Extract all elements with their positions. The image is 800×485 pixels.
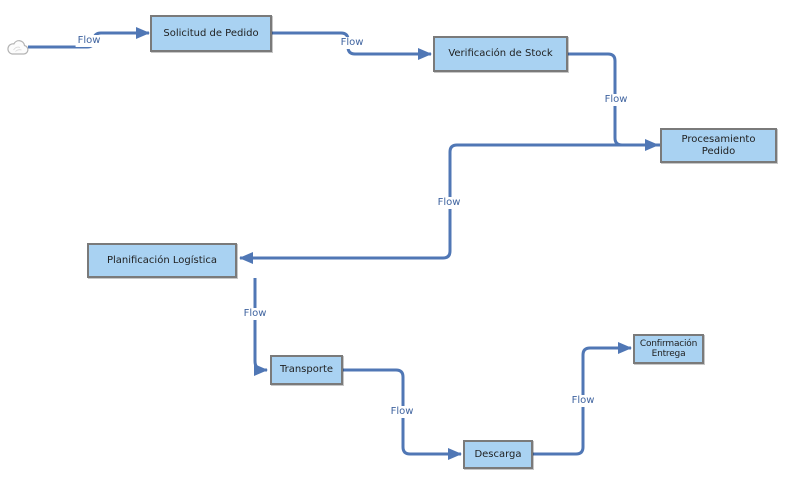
edge-label-flow-5: Flow	[241, 308, 269, 320]
node-verificacion-de-stock[interactable]: Verificación de Stock	[433, 36, 568, 72]
node-label: Confirmación Entrega	[639, 338, 698, 359]
edge-label-flow-3: Flow	[602, 94, 630, 106]
node-confirmacion-entrega[interactable]: Confirmación Entrega	[633, 334, 704, 364]
node-label: Planificación Logística	[106, 254, 218, 266]
node-label: Procesamiento Pedido	[681, 134, 756, 157]
node-solicitud-de-pedido[interactable]: Solicitud de Pedido	[150, 15, 272, 52]
node-procesamiento-pedido[interactable]: Procesamiento Pedido	[660, 128, 777, 163]
node-transporte[interactable]: Transporte	[270, 355, 343, 385]
edge-label-flow-7: Flow	[569, 395, 597, 407]
node-label: Descarga	[474, 448, 522, 460]
edge-planificacion-to-transporte	[253, 278, 268, 376]
node-descarga[interactable]: Descarga	[463, 440, 533, 469]
edge-label-flow-2: Flow	[338, 37, 366, 49]
start-node[interactable]	[6, 37, 30, 58]
edge-label-flow-1: Flow	[75, 35, 103, 47]
node-label: Solicitud de Pedido	[163, 27, 259, 39]
edge-label-flow-4: Flow	[435, 197, 463, 209]
node-label: Verificación de Stock	[448, 48, 553, 60]
node-label: Transporte	[279, 364, 334, 376]
cloud-icon	[7, 40, 29, 55]
node-planificacion-logistica[interactable]: Planificación Logística	[87, 243, 237, 278]
edge-label-flow-6: Flow	[388, 406, 416, 418]
